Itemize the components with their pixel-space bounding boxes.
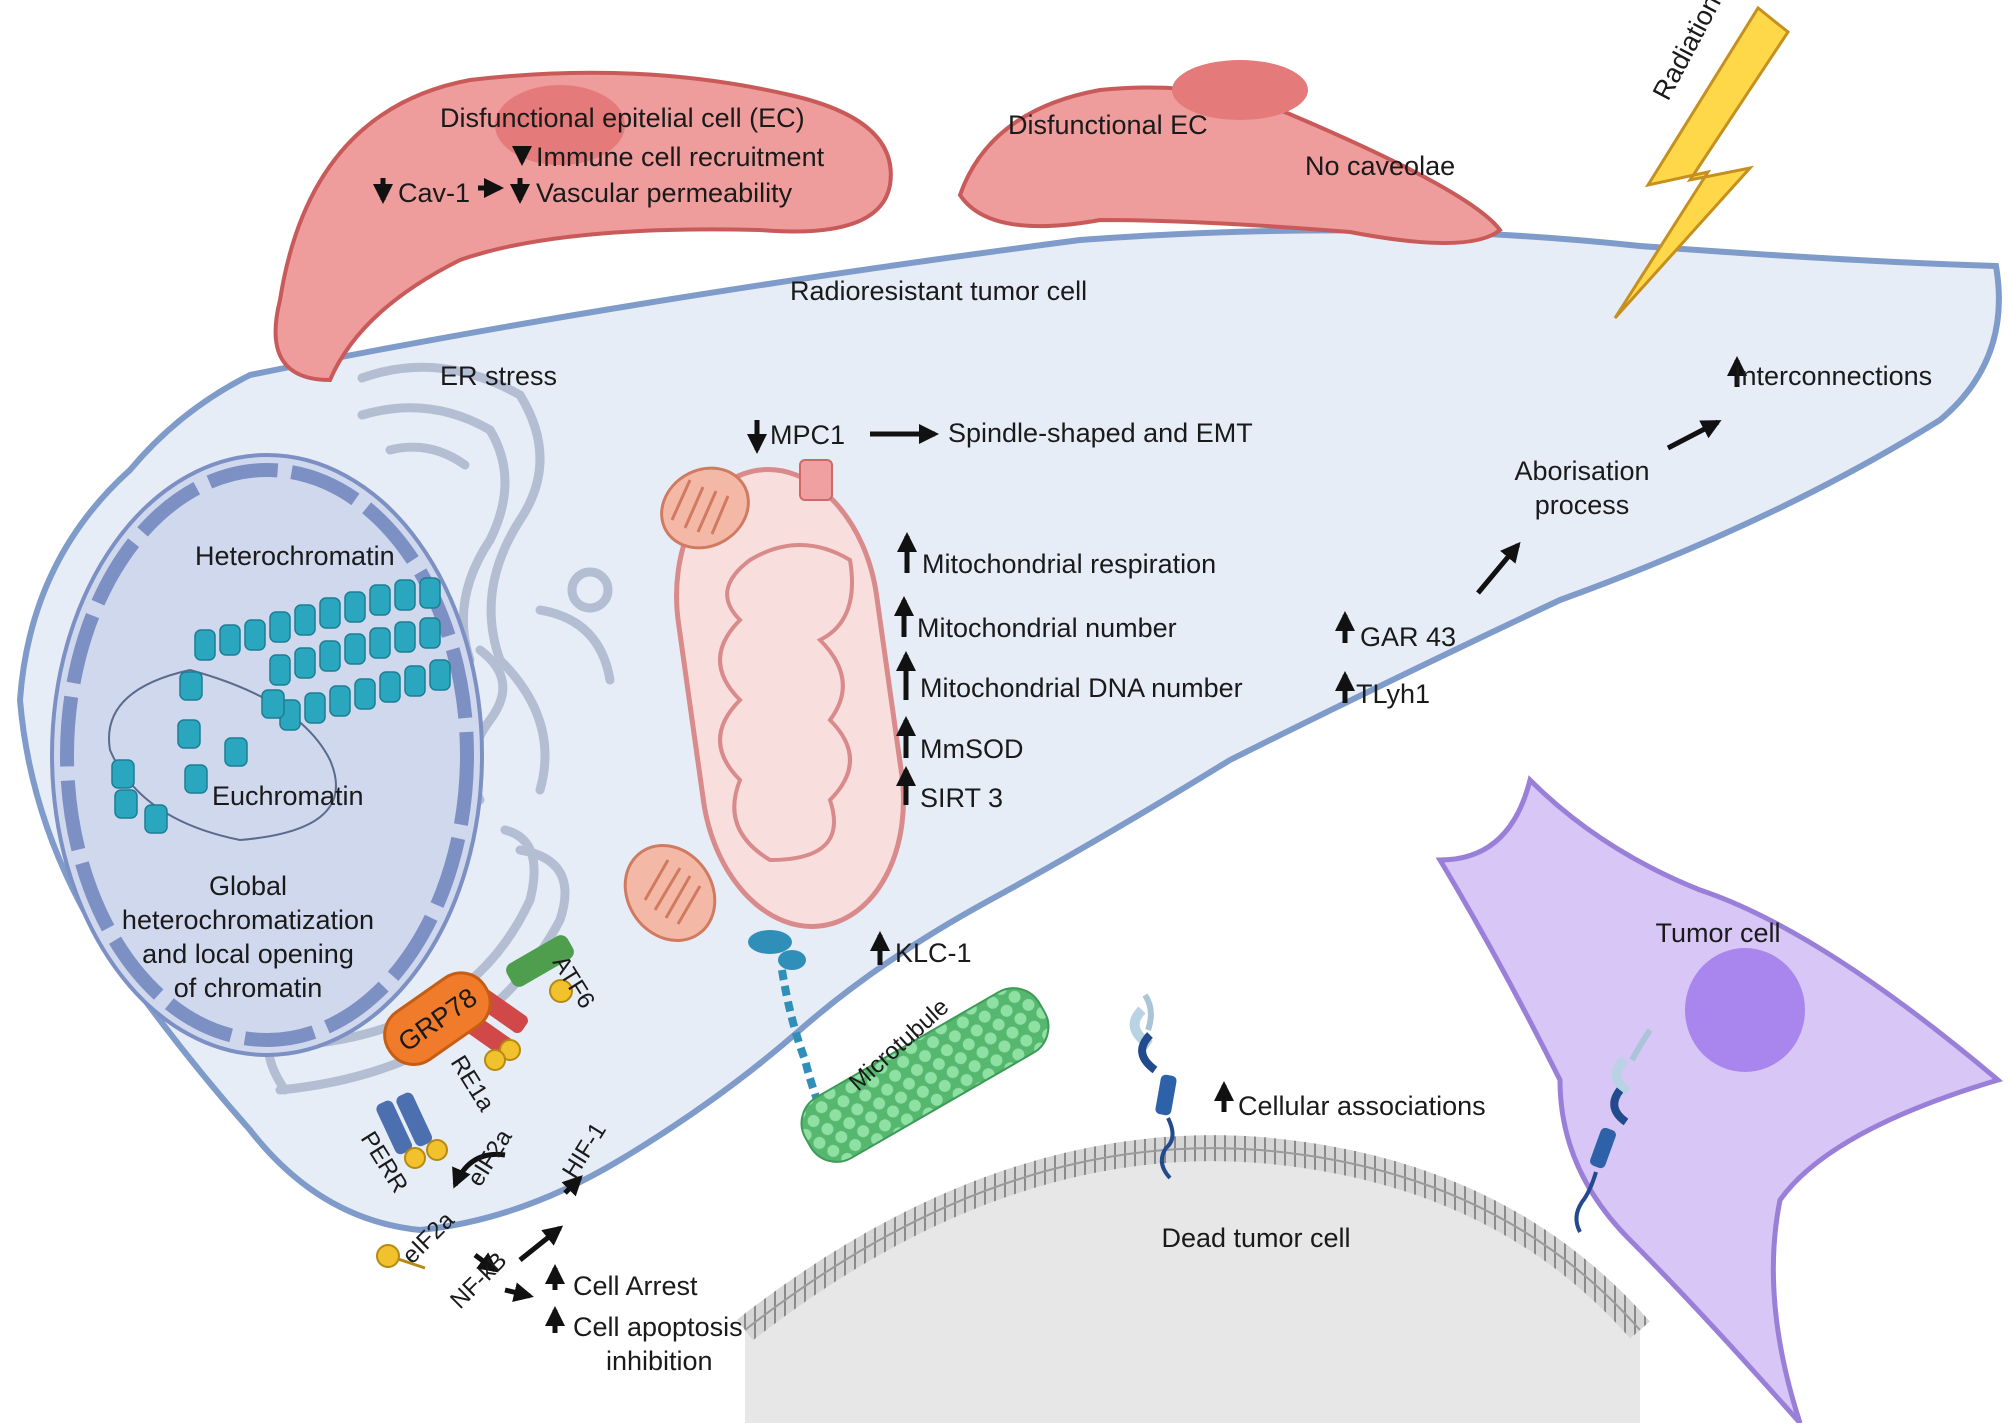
mmsod-label: MmSOD (920, 734, 1024, 764)
mpc1-channel (799, 459, 833, 501)
sirt3-label: SIRT 3 (920, 783, 1003, 813)
tumor-cell-label: Tumor cell (1655, 918, 1780, 948)
aborisation-line-1: Aborisation (1514, 456, 1649, 486)
lightning-bolt-icon (1613, 5, 1791, 320)
nucleus (50, 453, 484, 1057)
perr-receptor (376, 1092, 448, 1169)
arrows (373, 146, 1747, 1333)
spindle-emt-label: Spindle-shaped and EMT (948, 418, 1253, 448)
ec1-cav1: Cav-1 (398, 178, 470, 208)
chromatin-nucleosomes (111, 577, 451, 834)
heterochromatin-label: Heterochromatin (195, 541, 395, 571)
apoptosis-line-1: Cell apoptosis (573, 1312, 743, 1342)
phospho-eif2a (376, 1244, 426, 1270)
apoptosis-line-2: inhibition (606, 1346, 713, 1376)
global-line-2: heterochromatization (122, 905, 374, 935)
atf6-receptor (506, 935, 574, 1003)
mito-respiration-label: Mitochondrial respiration (922, 549, 1216, 579)
gar43-label: GAR 43 (1360, 622, 1456, 652)
mitochondrion-small-1 (660, 466, 750, 550)
er-stress-label: ER stress (440, 361, 557, 391)
global-line-4: of chromatin (174, 973, 323, 1003)
adhesion-receptor-2 (1574, 1028, 1653, 1233)
global-line-1: Global (209, 871, 287, 901)
adhesion-receptor-1 (1129, 993, 1177, 1180)
ec1-vascular-permeability: Vascular permeability (536, 178, 793, 208)
cell-arrest-label: Cell Arrest (573, 1271, 698, 1301)
mito-dna-label: Mitochondrial DNA number (920, 673, 1243, 703)
cellular-associations-label: Cellular associations (1238, 1091, 1486, 1121)
endothelial-cell-1 (273, 70, 893, 383)
global-line-3: and local opening (142, 939, 354, 969)
tumor-cell-title: Radioresistant tumor cell (790, 276, 1087, 306)
endothelial-cell-2 (957, 60, 1503, 246)
klc1-label: KLC-1 (895, 938, 972, 968)
ec2-nucleus (1172, 60, 1308, 120)
dead-tumor-cell (736, 1135, 1650, 1423)
mito-number-label: Mitochondrial number (917, 613, 1177, 643)
grp78-protein (383, 971, 492, 1066)
ec2-title: Disfunctional EC (1008, 110, 1208, 140)
ec1-immune-recruitment: Immune cell recruitment (536, 142, 825, 172)
dead-tumor-cell-label: Dead tumor cell (1161, 1223, 1350, 1253)
euchromatin-label: Euchromatin (212, 781, 364, 811)
ec1-title: Disfunctional epitelial cell (EC) (440, 103, 805, 133)
tumor-cell-neighbor (1435, 775, 2004, 1425)
mpc1-label: MPC1 (770, 420, 845, 450)
mitochondrion-main (674, 459, 906, 929)
aborisation-line-2: process (1535, 490, 1630, 520)
microtubule (800, 987, 1050, 1163)
interconnections-label: Interconnections (1734, 361, 1932, 391)
mitochondrion-small-2 (623, 843, 717, 943)
ec1-nucleus (495, 85, 625, 165)
ec2-no-caveolae: No caveolae (1305, 151, 1455, 181)
tumor-nucleus (1685, 948, 1805, 1072)
tlyh1-label: TLyh1 (1356, 679, 1430, 709)
